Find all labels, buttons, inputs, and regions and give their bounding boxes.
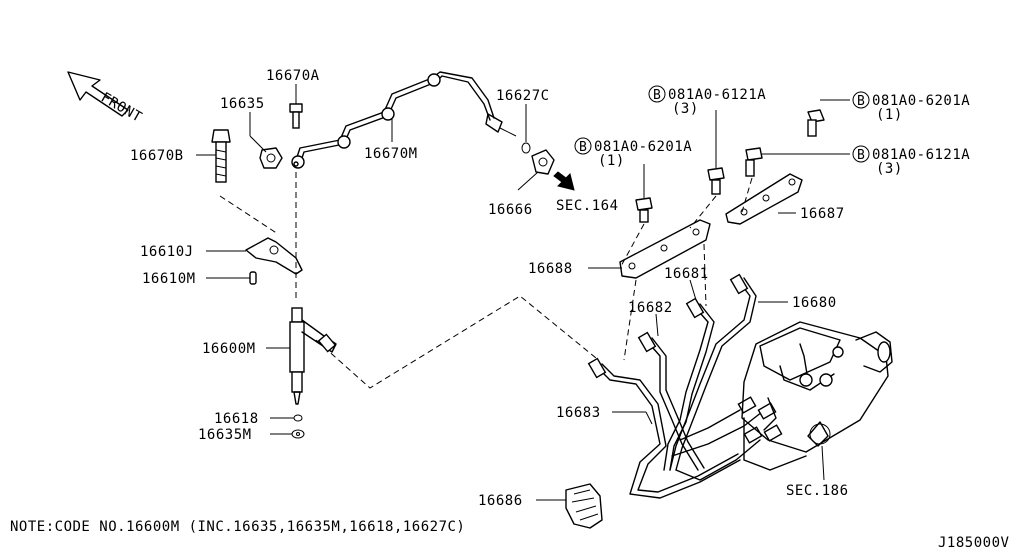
injection-tube-16683[interactable]: [587, 357, 741, 499]
bolt-081a0-6121a-upper[interactable]: [707, 167, 725, 195]
label-sec164: SEC.164: [556, 198, 619, 214]
footer-note: NOTE:CODE NO.16600M (INC.16635,16635M,16…: [10, 519, 465, 535]
bolt-d-circle-icon: [852, 145, 870, 163]
bolt-a-prefix: B: [653, 88, 661, 103]
label-16686: 16686: [478, 493, 523, 509]
pump-tube-nuts: [671, 396, 783, 481]
bolt-081a0-6121a-lower[interactable]: [745, 147, 763, 177]
label-16687: 16687: [800, 206, 845, 222]
bolt-b-qty: (1): [598, 153, 625, 169]
bolt-c-qty: (1): [876, 107, 903, 123]
bolt-b-prefix: B: [579, 140, 587, 155]
injection-tube-16680[interactable]: [669, 273, 757, 471]
label-16670b: 16670B: [130, 148, 184, 164]
injection-pump[interactable]: [741, 321, 893, 471]
connector-16666[interactable]: [531, 149, 555, 175]
label-16688: 16688: [528, 261, 573, 277]
washer-16627c[interactable]: [521, 142, 531, 154]
bolt-b-code: 081A0-6201A: [594, 139, 692, 155]
bolt-16670b[interactable]: [211, 129, 231, 183]
label-sec186: SEC.186: [786, 483, 849, 499]
clamp-16688[interactable]: [619, 219, 711, 279]
label-16635m: 16635M: [198, 427, 252, 443]
bolt-081a0-6201a-right[interactable]: [807, 109, 825, 137]
label-16683: 16683: [556, 405, 601, 421]
front-label: FRONT: [98, 90, 145, 126]
bolt-a-circle-icon: [648, 85, 666, 103]
bolt-b-circle-icon: [574, 137, 592, 155]
bolt-16670a[interactable]: [289, 103, 303, 129]
label-16627c: 16627C: [496, 88, 550, 104]
bolt-d-prefix: B: [857, 148, 865, 163]
label-16610j: 16610J: [140, 244, 194, 260]
label-16670a: 16670A: [266, 68, 320, 84]
bolt-c-code: 081A0-6201A: [872, 93, 970, 109]
injection-tube-16682[interactable]: [637, 331, 705, 471]
bracket-16610j[interactable]: [245, 237, 303, 275]
clamp-16687[interactable]: [725, 173, 803, 225]
label-16681: 16681: [664, 266, 709, 282]
washer-16618[interactable]: [293, 414, 303, 422]
label-16600m: 16600M: [202, 341, 256, 357]
label-16635: 16635: [220, 96, 265, 112]
label-16666: 16666: [488, 202, 533, 218]
nut-16635[interactable]: [259, 147, 283, 169]
clamp-16686[interactable]: [565, 483, 603, 529]
label-16682: 16682: [628, 300, 673, 316]
injection-tube-16681[interactable]: [663, 297, 715, 471]
gasket-16635m[interactable]: [291, 429, 305, 439]
bolt-d-code: 081A0-6121A: [872, 147, 970, 163]
label-16618: 16618: [214, 411, 259, 427]
bolt-c-circle-icon: [852, 91, 870, 109]
label-16610m: 16610M: [142, 271, 196, 287]
front-arrow-icon: [67, 71, 129, 117]
spill-tube-16670m[interactable]: [291, 71, 517, 169]
bolt-a-code: 081A0-6121A: [668, 87, 766, 103]
diagram-id: J185000V: [938, 535, 1010, 551]
bolt-081a0-6201a-left[interactable]: [635, 197, 653, 223]
screw-16610m[interactable]: [249, 271, 257, 285]
label-16680: 16680: [792, 295, 837, 311]
bolt-d-qty: (3): [876, 161, 903, 177]
bolt-a-qty: (3): [672, 101, 699, 117]
injector-16600m[interactable]: [289, 307, 337, 405]
sec164-arrow-icon: [553, 171, 575, 191]
bolt-c-prefix: B: [857, 94, 865, 109]
label-16670m: 16670M: [364, 146, 418, 162]
